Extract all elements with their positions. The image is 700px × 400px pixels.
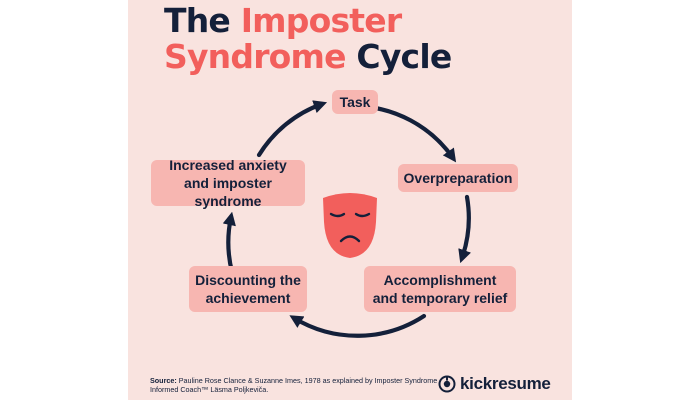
source-label: Source: [150,376,177,385]
title-word-the: The [164,1,231,40]
cycle-arrow-discounting-to-anxiety [222,211,236,275]
title-word-imposter: Imposter [240,1,402,40]
cycle-arrow-overpreparation-to-accomplishment [458,194,471,264]
brand-logo: kickresume [438,374,551,394]
page-title: The Imposter Syndrome Cycle [164,1,452,76]
source-text: Pauline Rose Clance & Suzanne Imes, 1978… [150,376,438,394]
title-word-cycle: Cycle [356,37,452,76]
node-discounting: Discounting the achievement [189,266,307,312]
node-accomplishment: Accomplishment and temporary relief [364,266,516,312]
brand-name: kickresume [460,374,551,393]
title-word-syndrome: Syndrome [164,37,347,76]
node-anxiety: Increased anxiety and imposter syndrome [151,157,305,209]
node-task: Task [332,90,378,114]
infographic-canvas: The Imposter Syndrome Cycle Task Overpre… [128,0,572,400]
node-overpreparation: Overpreparation [398,164,518,192]
cycle-arrow-anxiety-to-task [256,100,328,158]
cycle-arrow-accomplishment-to-discounting [289,313,427,338]
kickresume-logo-icon [438,375,456,393]
source-note: Source: Pauline Rose Clance & Suzanne Im… [150,376,450,394]
cycle-diagram [222,100,471,338]
sad-mask-icon [323,193,377,258]
